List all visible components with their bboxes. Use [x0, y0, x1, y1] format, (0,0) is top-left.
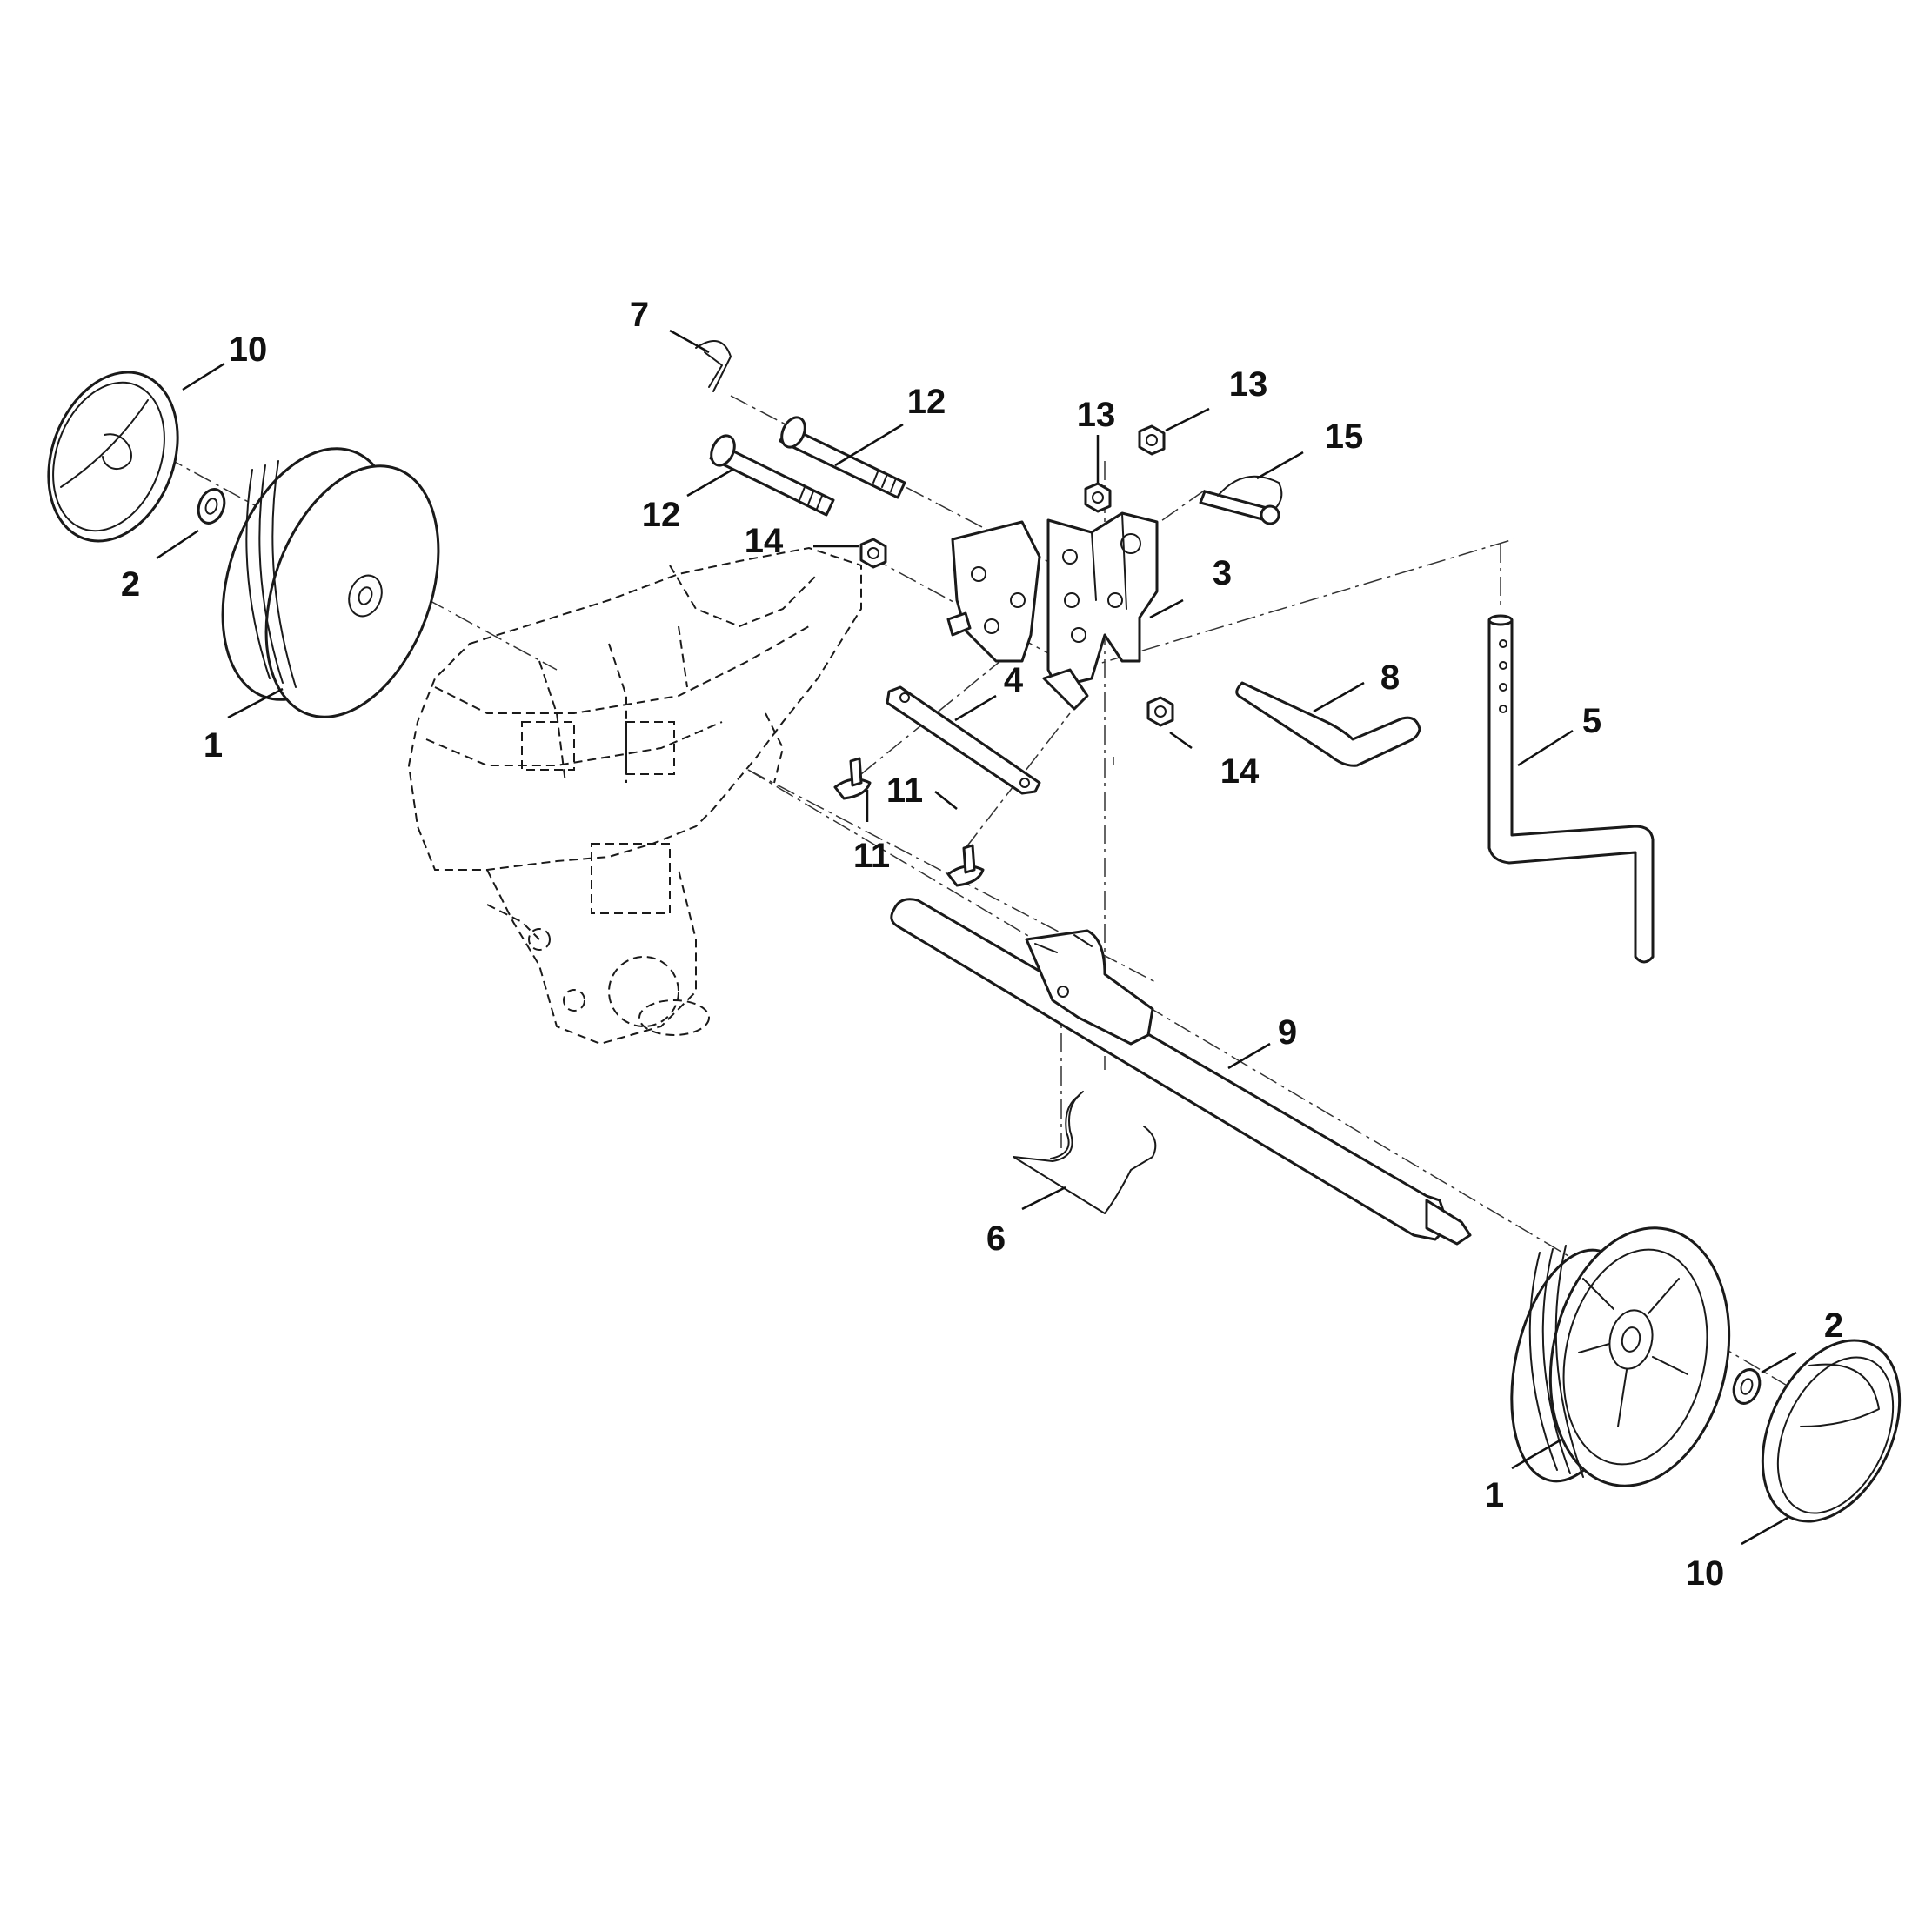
- callout-axle: 9: [1278, 1013, 1297, 1052]
- callout-long-bolt-back: 12: [907, 383, 946, 421]
- washer-left: [197, 488, 226, 525]
- spring-clip: [1013, 1091, 1157, 1214]
- callouts: 10 2 1 7 12 12 13 13 15 14 3 4 8 14 5 11…: [121, 296, 1843, 1593]
- r-clip: [695, 340, 732, 392]
- callout-bracket: 3: [1213, 554, 1232, 592]
- callout-wheel-left: 1: [204, 726, 223, 765]
- nut-upper-left: [1084, 482, 1112, 513]
- callout-wheel-right: 1: [1485, 1476, 1504, 1514]
- callout-long-bolt-front: 12: [642, 496, 681, 534]
- long-bolt-front: [709, 434, 835, 517]
- callout-hubcap-left: 10: [229, 331, 268, 369]
- callout-height-lever: 5: [1582, 702, 1601, 740]
- nut-upper-right: [1138, 424, 1166, 456]
- washer-right: [1732, 1368, 1762, 1405]
- leader-lines: [156, 329, 1797, 1546]
- axle: [890, 898, 1472, 1246]
- callout-bolt-right: 11: [886, 772, 923, 810]
- nut-left: [859, 538, 887, 569]
- bracket: [946, 511, 1159, 711]
- plate: [886, 685, 1041, 795]
- callout-pin: 8: [1380, 658, 1400, 697]
- callout-nut-upper-right: 13: [1229, 365, 1268, 404]
- bolt-right: [946, 844, 985, 887]
- nut-right: [1146, 696, 1174, 727]
- callout-shackle-pin: 15: [1325, 418, 1364, 456]
- callout-r-clip: 7: [630, 296, 649, 334]
- callout-spring-clip: 6: [986, 1219, 1006, 1258]
- hubcap-left: [47, 371, 179, 543]
- callout-nut-upper-left: 13: [1077, 396, 1116, 434]
- callout-nut-right: 14: [1220, 752, 1260, 791]
- callout-washer-left: 2: [121, 565, 140, 604]
- hubcap-right: [1761, 1339, 1902, 1523]
- bolt-left: [833, 757, 872, 800]
- height-lever: [1487, 614, 1655, 964]
- callout-nut-left: 14: [745, 522, 784, 560]
- callout-washer-right: 2: [1824, 1306, 1843, 1345]
- callout-plate: 4: [1004, 661, 1024, 699]
- wheel-left: [221, 447, 440, 718]
- pin: [1235, 681, 1421, 767]
- callout-bolt-left: 11: [853, 837, 890, 875]
- shackle-pin: [1199, 475, 1283, 525]
- transmission-housing: [407, 546, 862, 1046]
- callout-hubcap-right: 10: [1686, 1554, 1725, 1593]
- wheel-right: [1510, 1226, 1731, 1487]
